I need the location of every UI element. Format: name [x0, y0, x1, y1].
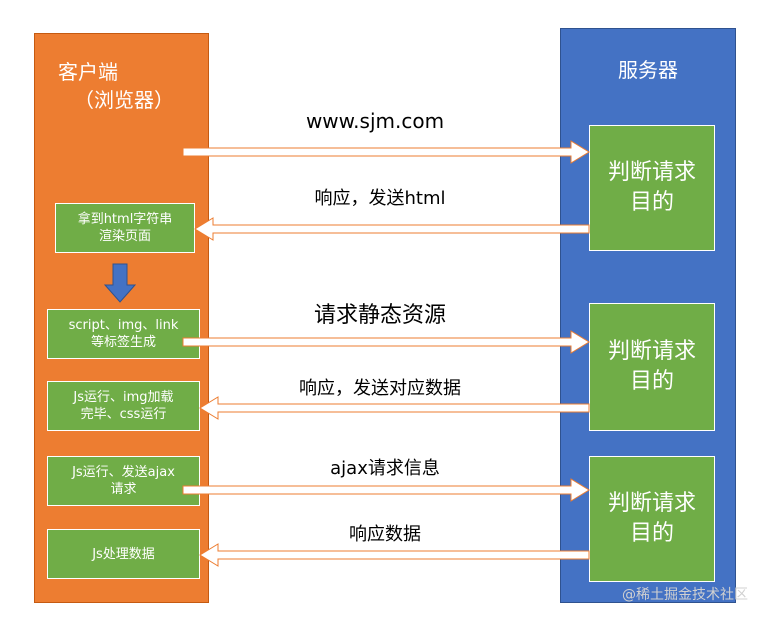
down-arrow — [103, 263, 137, 303]
arrow-response-1 — [194, 217, 590, 241]
arrow-label-6: 响应数据 — [349, 524, 421, 545]
server-judge-box-2: 判断请求 目的 — [589, 303, 715, 431]
client-step-1: 拿到html字符串 渲染页面 — [55, 203, 195, 253]
arrow-label-2: 响应，发送html — [314, 188, 446, 209]
client-step-4: Js运行、发送ajax 请求 — [47, 456, 200, 506]
server-judge-box-1: 判断请求 目的 — [589, 125, 715, 251]
client-title: 客户端 — [58, 60, 118, 84]
client-step-2: script、img、link 等标签生成 — [47, 309, 200, 359]
arrow-request-2 — [182, 330, 590, 354]
arrow-label-4: 响应，发送对应数据 — [299, 378, 461, 399]
arrow-label-3: 请求静态资源 — [313, 303, 446, 328]
arrow-response-2 — [199, 396, 590, 420]
client-subtitle: （浏览器） — [74, 88, 174, 112]
client-step-5: Js处理数据 — [47, 529, 200, 579]
arrow-request-3 — [182, 478, 590, 502]
server-title: 服务器 — [618, 58, 678, 82]
arrow-response-3 — [199, 543, 590, 567]
arrow-label-1: www.sjm.com — [305, 109, 445, 133]
server-judge-box-3: 判断请求 目的 — [589, 456, 715, 582]
watermark: @稀土掘金技术社区 — [622, 587, 748, 603]
client-step-3: Js运行、img加载 完毕、css运行 — [47, 381, 200, 431]
arrow-label-5: ajax请求信息 — [330, 458, 440, 479]
arrow-request-1 — [182, 140, 590, 164]
